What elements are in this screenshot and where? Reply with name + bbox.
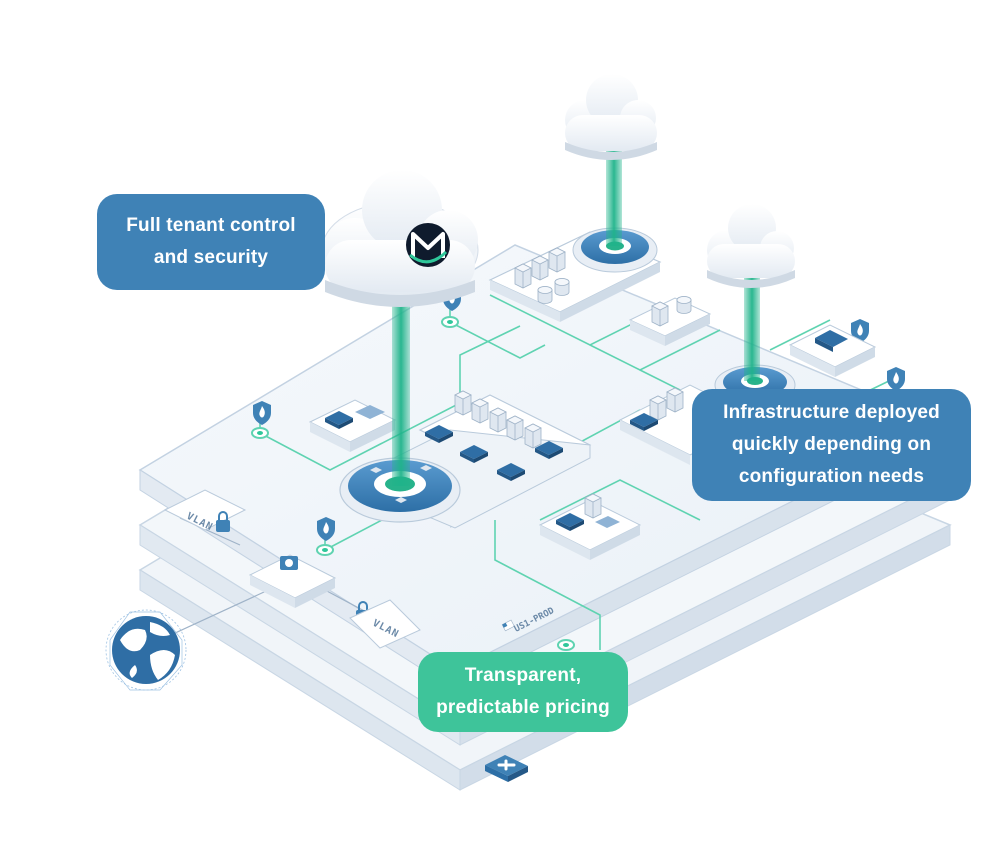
- upper-cluster: [488, 227, 662, 322]
- callout-tenant-line1: Full tenant control: [126, 215, 296, 236]
- callout-infra-line2: quickly depending on: [731, 434, 932, 455]
- deploy-beams: [392, 150, 760, 486]
- callout-infra-line3: configuration needs: [738, 466, 925, 487]
- plus-icon[interactable]: [485, 755, 528, 782]
- lower-server-box: [538, 493, 642, 560]
- us-flag-icon: [501, 619, 515, 632]
- left-server-box: [308, 399, 397, 452]
- callout-tenant-control: Full tenant control and security: [97, 194, 325, 290]
- vlan-tag-bottom: [349, 599, 421, 649]
- callout-tenant-line2: and security: [153, 247, 269, 268]
- callout-pricing-line2: predictable pricing: [436, 697, 610, 718]
- small-device-box: [788, 324, 877, 377]
- callout-pricing-line1: Transparent,: [464, 665, 582, 686]
- main-cluster: [339, 390, 592, 529]
- m-logo-icon: [406, 223, 450, 267]
- callout-infra-line1: Infrastructure deployed: [723, 402, 940, 423]
- router-device: [248, 554, 337, 608]
- small-server-box-1: [628, 296, 712, 346]
- callout-infrastructure: Infrastructure deployed quickly dependin…: [692, 389, 971, 501]
- globe-icon: [105, 609, 187, 691]
- callout-pricing: Transparent, predictable pricing: [418, 652, 628, 732]
